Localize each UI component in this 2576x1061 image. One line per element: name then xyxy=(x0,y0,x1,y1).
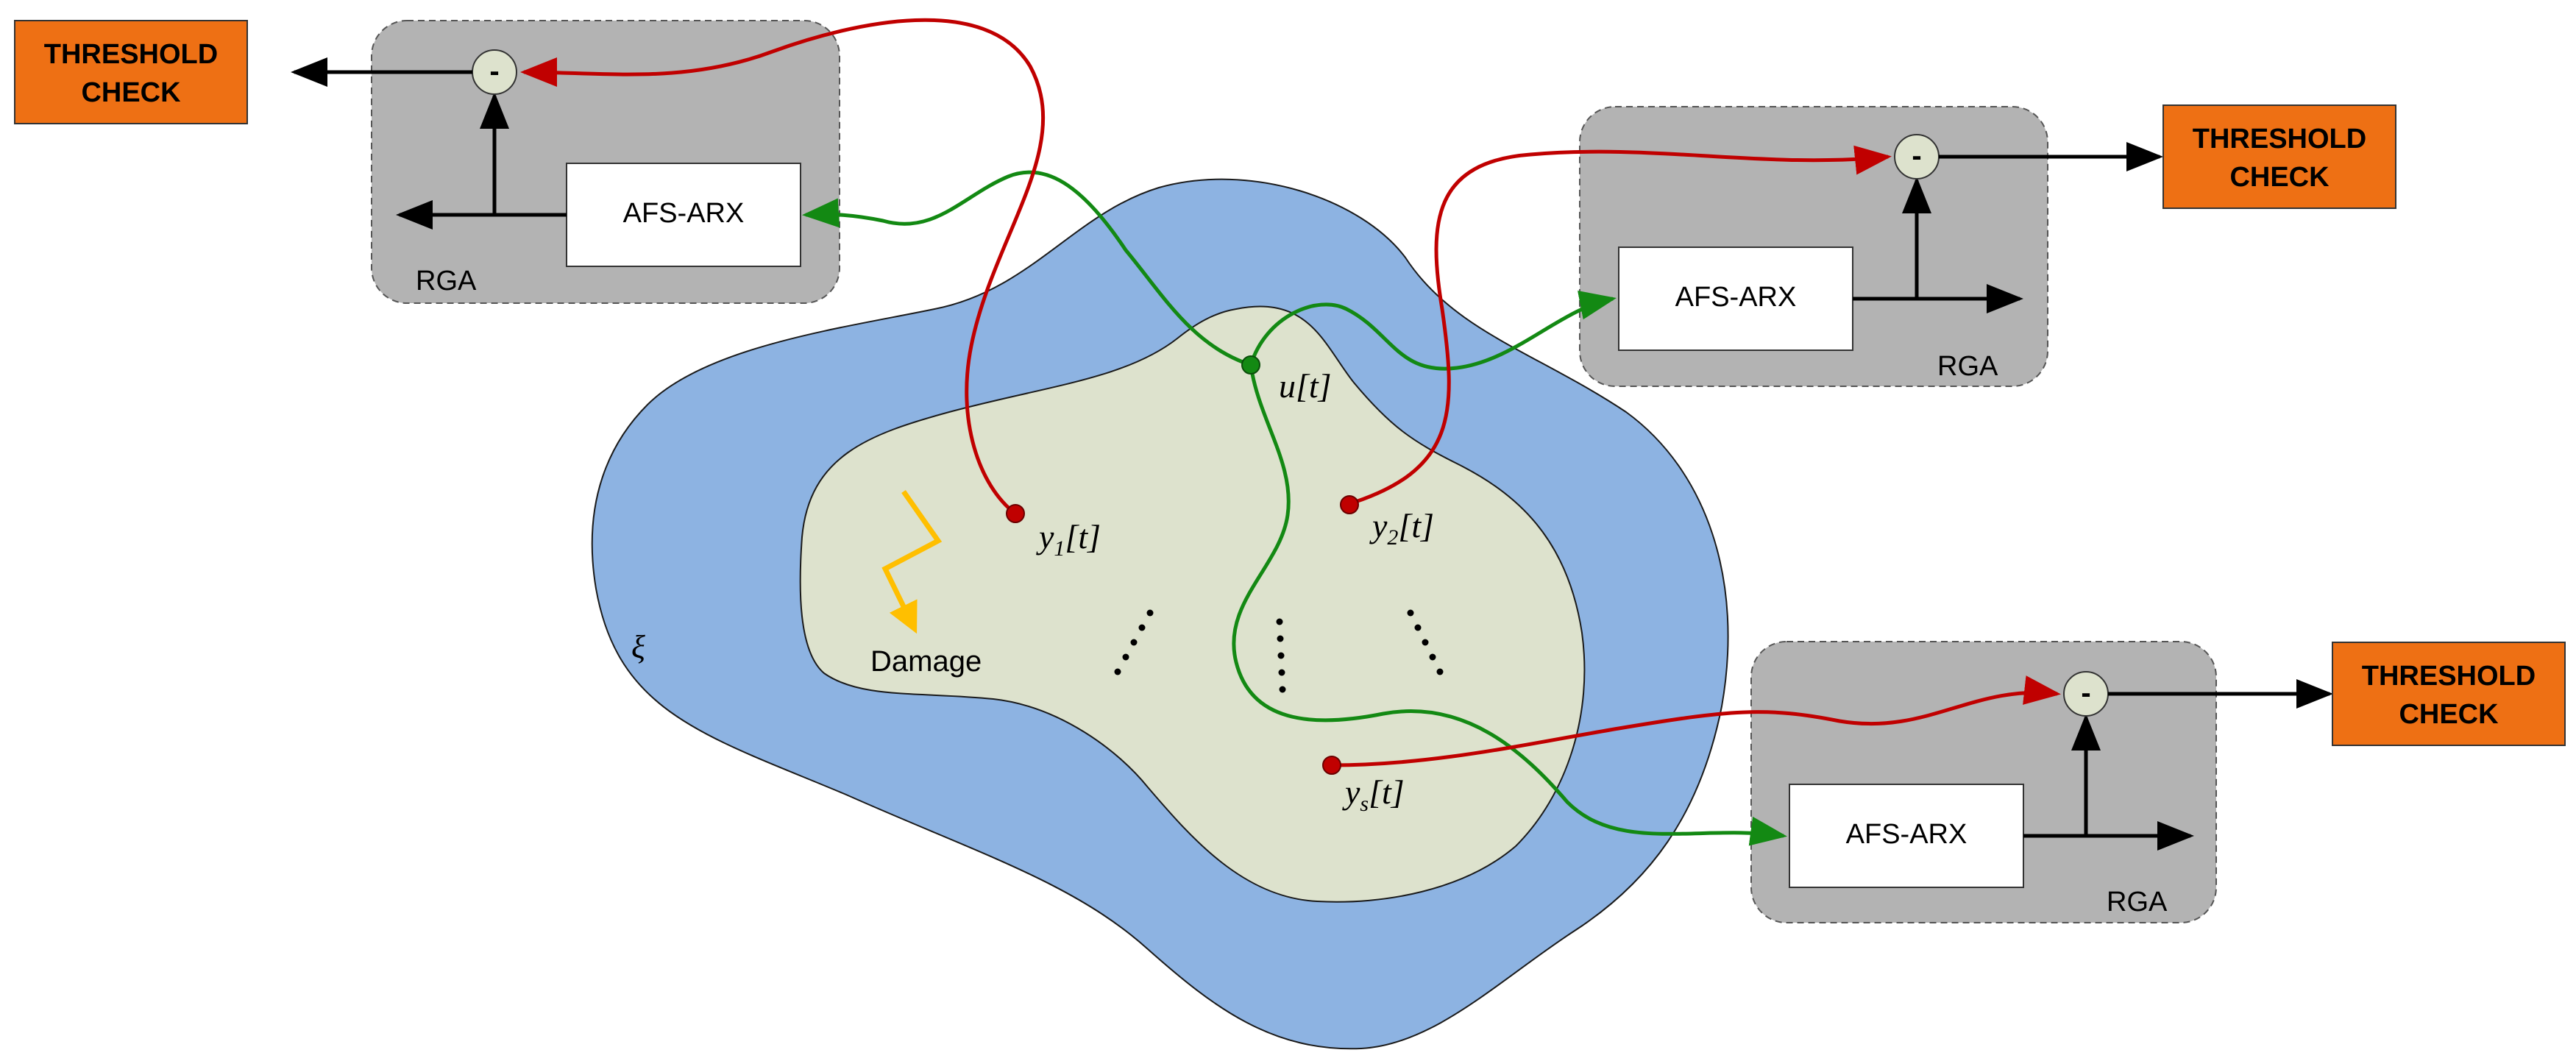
region-label: ξ xyxy=(631,629,645,665)
diagnosis-unit-3: RGA AFS-ARX - THRESHOLD CHECK xyxy=(1750,641,2566,923)
damage-label: Damage xyxy=(870,645,982,678)
subtract-symbol: - xyxy=(2081,677,2090,709)
damage-lightning-icon xyxy=(881,489,943,634)
rga-label: RGA xyxy=(416,266,477,297)
output-label-sub: 2 xyxy=(1387,525,1398,550)
output-label-arg: [t] xyxy=(1369,773,1405,811)
subtract-symbol: - xyxy=(1912,140,1921,172)
afs-arx-label: AFS-ARX xyxy=(1675,282,1797,313)
threshold-check-line-1: THRESHOLD xyxy=(2193,124,2366,155)
sensor-node-y2 xyxy=(1340,495,1359,514)
rga-label: RGA xyxy=(2107,887,2168,918)
output-label-y1: y1[t] xyxy=(1036,518,1101,561)
afs-arx-model-box xyxy=(566,163,801,267)
input-signal-to-unit-1 xyxy=(802,170,1252,367)
input-label-base: u xyxy=(1279,367,1296,405)
output-label-base: y xyxy=(1036,518,1054,556)
output-label-sub: s xyxy=(1360,792,1369,816)
output-signal-y2-to-unit-2 xyxy=(1346,145,1892,507)
ellipsis-dots xyxy=(1114,609,1444,693)
output-signal-ys-to-unit-3 xyxy=(1331,675,2061,767)
threshold-check-line-2: CHECK xyxy=(81,77,181,108)
threshold-check-line-1: THRESHOLD xyxy=(2362,661,2536,692)
threshold-check-box xyxy=(2162,104,2396,209)
output-label-sub: 1 xyxy=(1054,536,1065,561)
output-label-base: y xyxy=(1369,507,1388,544)
threshold-check-box xyxy=(2332,642,2566,746)
output-label-arg: [t] xyxy=(1398,507,1434,544)
input-signal-to-unit-3 xyxy=(1232,364,1787,846)
actuator-node-u xyxy=(1241,355,1260,375)
subtract-symbol: - xyxy=(489,55,499,88)
threshold-check-box xyxy=(14,20,248,124)
inner-structure-region xyxy=(799,305,1586,903)
diagnosis-unit-1: RGA AFS-ARX - THRESHOLD CHECK xyxy=(14,20,840,304)
input-label-u: u[t] xyxy=(1279,367,1332,405)
rga-label: RGA xyxy=(1937,351,1998,382)
output-label-arg: [t] xyxy=(1065,518,1101,556)
threshold-check-line-2: CHECK xyxy=(2229,162,2330,193)
threshold-check-line-2: CHECK xyxy=(2399,699,2499,730)
output-label-ys: ys[t] xyxy=(1342,773,1405,816)
threshold-check-line-1: THRESHOLD xyxy=(44,39,218,70)
input-signal-to-unit-2 xyxy=(1249,290,1617,371)
output-label-base: y xyxy=(1342,773,1360,811)
afs-arx-model-box xyxy=(1789,784,2024,888)
afs-arx-label: AFS-ARX xyxy=(1846,819,1968,850)
diagnosis-unit-2: RGA AFS-ARX - THRESHOLD CHECK xyxy=(1579,104,2396,387)
afs-arx-model-box xyxy=(1618,246,1853,351)
sensor-node-y1 xyxy=(1006,504,1025,523)
sensor-node-ys xyxy=(1322,756,1341,775)
output-label-y2: y2[t] xyxy=(1369,507,1434,550)
afs-arx-label: AFS-ARX xyxy=(623,198,745,229)
input-label-arg: [t] xyxy=(1296,367,1332,405)
output-signal-y1-to-unit-1 xyxy=(520,18,1046,515)
